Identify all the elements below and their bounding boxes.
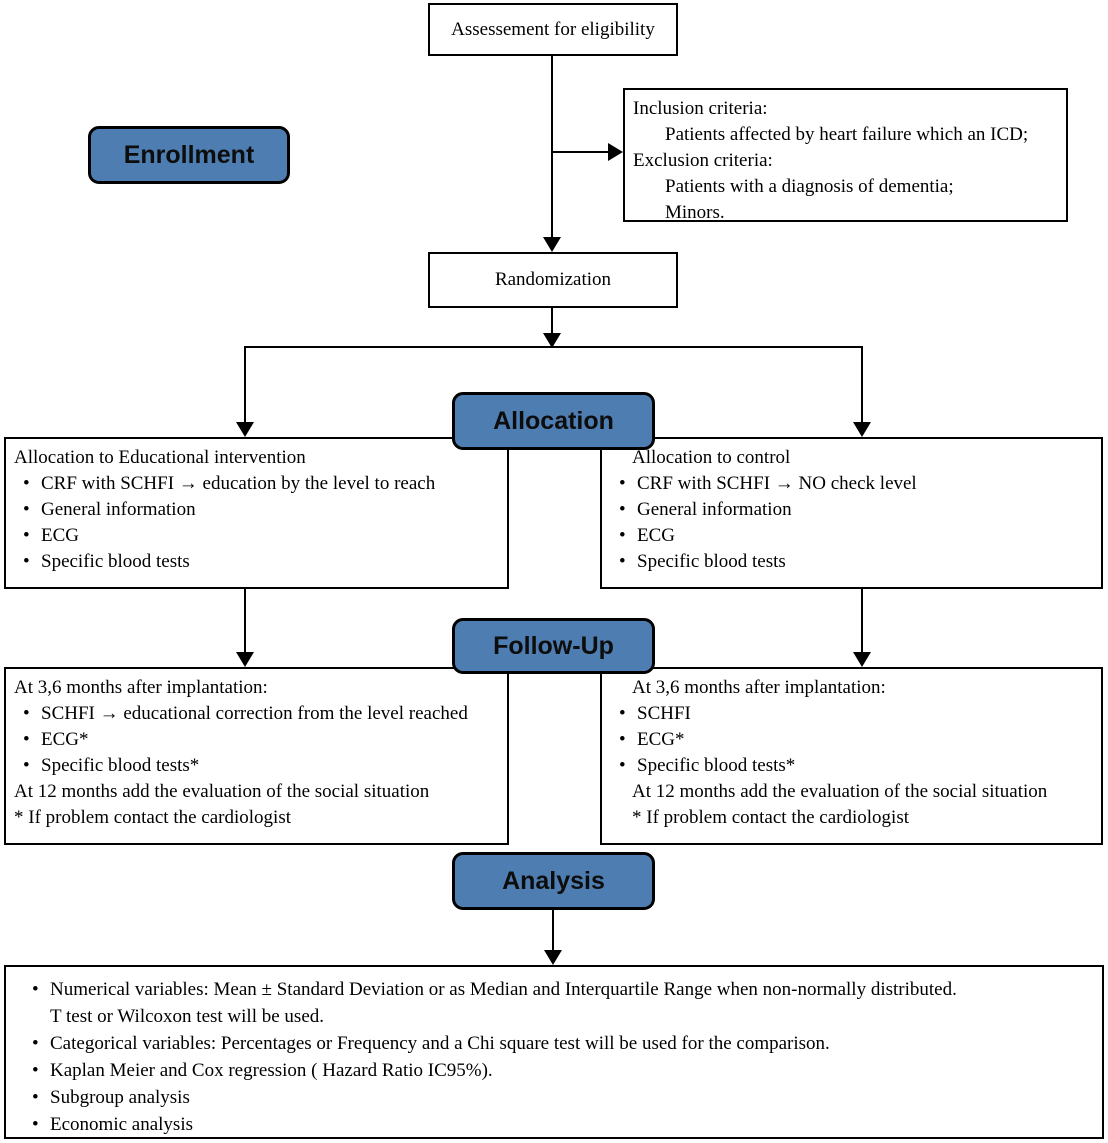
- bullet-item: SCHFI → educational correction from the …: [14, 701, 499, 727]
- allocation-control-title: Allocation to control: [632, 447, 791, 468]
- followup-title: At 3,6 months after implantation:: [14, 677, 268, 698]
- randomization-box: Randomization: [428, 252, 678, 308]
- connector-left-allocation-to-followup: [244, 589, 246, 653]
- bullet-item-continuation: T test or Wilcoxon test will be used.: [50, 1006, 324, 1027]
- inclusion-criteria-heading: Inclusion criteria:: [633, 98, 768, 119]
- randomization-label: Randomization: [494, 269, 612, 290]
- connector-randomization-to-branch: [551, 308, 553, 335]
- arrowhead-into-analysis-box: [544, 950, 562, 965]
- bullet-item: Specific blood tests: [610, 549, 1093, 575]
- followup-footnote: * If problem contact the cardiologist: [632, 807, 909, 828]
- allocation-label: Allocation: [493, 406, 614, 435]
- connector-branch-to-right-allocation: [861, 346, 863, 423]
- bullet-item: Numerical variables: Mean ± Standard Dev…: [16, 976, 1092, 1003]
- followup-title: At 3,6 months after implantation:: [632, 677, 886, 698]
- bullet-item: ECG: [14, 523, 499, 549]
- exclusion-criteria-heading: Exclusion criteria:: [633, 150, 773, 171]
- connector-to-criteria: [552, 151, 608, 153]
- enrollment-badge: Enrollment: [88, 126, 290, 184]
- bullet-item: General information: [14, 497, 499, 523]
- arrowhead-into-branch: [543, 333, 561, 348]
- bullet-item: Specific blood tests*: [610, 753, 1093, 779]
- exclusion-criteria-item: Minors.: [665, 202, 725, 223]
- allocation-badge: Allocation: [452, 392, 655, 450]
- eligibility-box: Assessement for eligibility: [428, 3, 678, 56]
- criteria-box: Inclusion criteria: Patients affected by…: [623, 88, 1068, 223]
- bullet-item: CRF with SCHFI → NO check level: [610, 471, 1093, 497]
- allocation-intervention-title: Allocation to Educational intervention: [14, 447, 306, 468]
- arrowhead-into-left-followup: [236, 652, 254, 667]
- followup-note: At 12 months add the evaluation of the s…: [632, 781, 1048, 802]
- followup-control-box: At 3,6 months after implantation: SCHFI …: [600, 667, 1103, 845]
- connector-branch-to-left-allocation: [244, 346, 246, 423]
- analysis-badge: Analysis: [452, 852, 655, 910]
- bullet-item: Kaplan Meier and Cox regression ( Hazard…: [16, 1057, 1092, 1084]
- inclusion-criteria-item: Patients affected by heart failure which…: [665, 124, 1029, 145]
- bullet-item: ECG: [610, 523, 1093, 549]
- connector-right-allocation-to-followup: [861, 589, 863, 653]
- connector-analysis-to-bottom: [552, 910, 554, 951]
- arrowhead-into-criteria: [608, 143, 623, 161]
- branch-horizontal-line: [244, 346, 863, 348]
- bullet-item: ECG*: [14, 727, 499, 753]
- arrowhead-into-right-allocation: [853, 422, 871, 437]
- bullet-item: General information: [610, 497, 1093, 523]
- bullet-item: Categorical variables: Percentages or Fr…: [16, 1030, 1092, 1057]
- exclusion-criteria-item: Patients with a diagnosis of dementia;: [665, 176, 954, 197]
- followup-intervention-box: At 3,6 months after implantation: SCHFI …: [4, 667, 509, 845]
- allocation-intervention-box: Allocation to Educational intervention C…: [4, 437, 509, 589]
- bullet-item: SCHFI: [610, 701, 1093, 727]
- connector-eligibility-to-randomization: [551, 56, 553, 238]
- bullet-item: CRF with SCHFI → education by the level …: [14, 471, 499, 497]
- analysis-label: Analysis: [502, 866, 605, 895]
- allocation-control-box: Allocation to control CRF with SCHFI → N…: [600, 437, 1103, 589]
- arrowhead-into-randomization: [543, 237, 561, 252]
- followup-label: Follow-Up: [493, 631, 614, 660]
- eligibility-label: Assessement for eligibility: [451, 18, 655, 40]
- followup-note: At 12 months add the evaluation of the s…: [14, 781, 430, 802]
- arrowhead-into-left-allocation: [236, 422, 254, 437]
- followup-footnote: * If problem contact the cardiologist: [14, 807, 291, 828]
- bullet-item: Economic analysis: [16, 1111, 1092, 1138]
- followup-badge: Follow-Up: [452, 618, 655, 674]
- arrowhead-into-right-followup: [853, 652, 871, 667]
- bullet-item: Specific blood tests: [14, 549, 499, 575]
- bullet-item: Subgroup analysis: [16, 1084, 1092, 1111]
- analysis-methods-box: Numerical variables: Mean ± Standard Dev…: [4, 965, 1104, 1139]
- enrollment-label: Enrollment: [123, 140, 255, 169]
- bullet-item: Specific blood tests*: [14, 753, 499, 779]
- bullet-item: ECG*: [610, 727, 1093, 753]
